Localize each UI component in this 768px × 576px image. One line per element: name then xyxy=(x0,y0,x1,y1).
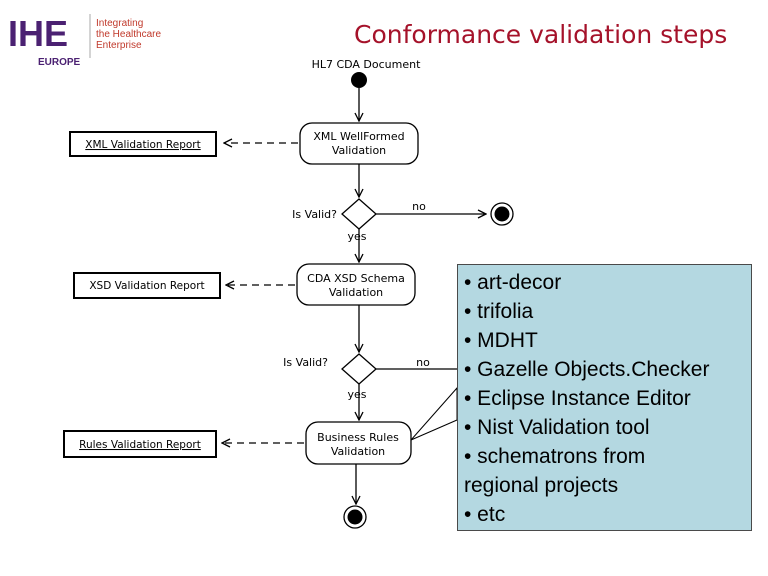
decision-yes-label: yes xyxy=(347,388,366,401)
business-rules-step xyxy=(305,421,412,465)
decision-node xyxy=(341,353,377,385)
decision-yes-label: yes xyxy=(347,230,366,243)
report-label: XML Validation Report xyxy=(85,139,200,151)
tool-item: • MDHT xyxy=(464,329,538,352)
step-label-line: Validation xyxy=(332,144,386,157)
end-node-inner xyxy=(347,509,363,525)
tool-item: • art-decor xyxy=(464,271,562,294)
step-label-line: CDA XSD Schema xyxy=(307,272,405,285)
logo-mark: IHE xyxy=(8,13,68,54)
tool-item: • Eclipse Instance Editor xyxy=(464,387,691,410)
xsd-validation-report xyxy=(73,272,221,299)
report-label: Rules Validation Report xyxy=(79,439,201,451)
tool-item: • schematrons from xyxy=(464,445,646,468)
tool-item: regional projects xyxy=(464,474,619,497)
decision-question: Is Valid? xyxy=(283,356,328,369)
step-label-line: Validation xyxy=(329,286,383,299)
tool-item: • trifolia xyxy=(464,300,534,323)
callout-pointer xyxy=(410,386,458,441)
logo-tagline-1: Integrating xyxy=(96,18,143,29)
step-label-line: Business Rules xyxy=(317,431,399,444)
rules-validation-report xyxy=(63,430,217,458)
xml-validation-report xyxy=(69,131,217,157)
logo-tagline-2: the Healthcare xyxy=(96,29,161,40)
logo-tagline-3: Enterprise xyxy=(96,40,142,51)
decision-no-label: no xyxy=(412,200,426,213)
tool-item: • etc xyxy=(464,503,506,526)
report-label: XSD Validation Report xyxy=(89,280,204,292)
tool-item: • Nist Validation tool xyxy=(464,416,650,439)
tool-item: • Gazelle Objects.Checker xyxy=(464,358,710,381)
ihe-europe-logo: IHE Integrating the Healthcare Enterpris… xyxy=(8,12,168,68)
step-label-line: Validation xyxy=(331,445,385,458)
decision-no-label: no xyxy=(416,356,430,369)
cda-xsd-schema-step xyxy=(296,263,416,306)
decision-node xyxy=(341,198,377,230)
slide-title: Conformance validation steps xyxy=(354,20,728,49)
decision-question: Is Valid? xyxy=(292,208,337,221)
tools-callout: • art-decor • trifolia • MDHT • Gazelle … xyxy=(457,264,752,531)
step-label-line: XML WellFormed xyxy=(313,130,404,143)
start-node xyxy=(351,72,367,88)
end-node-inner xyxy=(494,206,510,222)
start-label: HL7 CDA Document xyxy=(312,58,422,71)
logo-region: EUROPE xyxy=(38,57,81,66)
